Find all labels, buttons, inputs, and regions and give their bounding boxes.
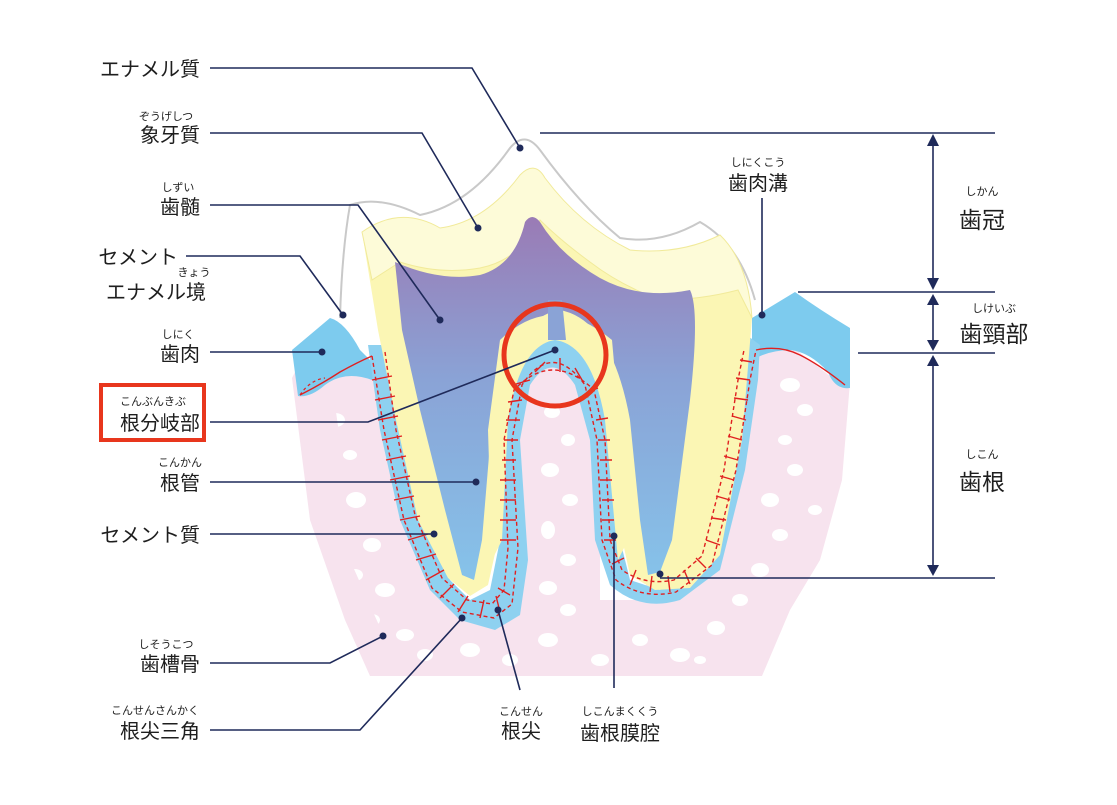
label-pdl-space: 歯根膜腔 (580, 721, 660, 745)
label-cej-line2: エナメル境 (106, 280, 206, 304)
furcation-dentin (488, 315, 628, 560)
ruby-crown: しかん (966, 185, 999, 198)
furcation-pulp-channel (548, 300, 566, 340)
label-cementum: セメント質 (100, 523, 200, 547)
bone-crest-contour (299, 377, 326, 396)
ruby-root: しこん (966, 448, 999, 461)
ruby-sulcus: しにくこう (731, 156, 786, 169)
label-cej-line1: セメント (98, 245, 178, 269)
ruby-pdl-space: しこんまくくう (582, 705, 659, 718)
furcation-label-box (99, 383, 206, 442)
ruby-apex: こんせん (499, 705, 543, 718)
gingiva-left-shape (292, 318, 378, 397)
ruby-gingiva: しにく (162, 328, 195, 341)
pulp-shape (395, 217, 695, 580)
label-furcation: 根分岐部 (120, 411, 200, 435)
dimension-lines (540, 132, 995, 579)
ruby-dentin: ぞうげしつ (139, 110, 193, 123)
label-root-canal: 根管 (160, 471, 200, 495)
label-root: 歯根 (959, 470, 1005, 496)
label-gingiva: 歯肉 (160, 342, 200, 366)
leader-dots (318, 144, 766, 640)
ruby-root-canal: こんかん (158, 456, 202, 469)
furcation-highlight-circle (501, 301, 609, 409)
label-pulp: 歯髄 (160, 195, 200, 219)
label-enamel: エナメル質 (100, 57, 200, 81)
label-neck: 歯頸部 (960, 322, 1029, 348)
ruby-alveolar-bone: しそうこつ (139, 638, 194, 651)
labels: エナメル質 ぞうげしつ 象牙質 しずい 歯髄 セメント きょう エナメル境 しに… (98, 57, 1028, 745)
label-alveolar-bone: 歯槽骨 (140, 652, 200, 676)
leader-lines (186, 67, 763, 731)
ruby-cej: きょう (178, 266, 211, 279)
ruby-pulp: しずい (162, 181, 195, 194)
label-sulcus: 歯肉溝 (728, 171, 788, 195)
gingiva-right-shape (752, 292, 850, 389)
ruby-apical-delta: こんせんさんかく (111, 704, 199, 717)
ruby-neck: しけいぶ (972, 302, 1016, 315)
label-apical-delta: 根尖三角 (120, 719, 200, 743)
periodontal-ligament-fibers (299, 347, 846, 619)
label-dentin: 象牙質 (140, 123, 200, 147)
label-crown: 歯冠 (959, 208, 1005, 234)
ruby-furcation: こんぶんきぶ (120, 395, 186, 408)
label-apex: 根尖 (501, 719, 541, 743)
